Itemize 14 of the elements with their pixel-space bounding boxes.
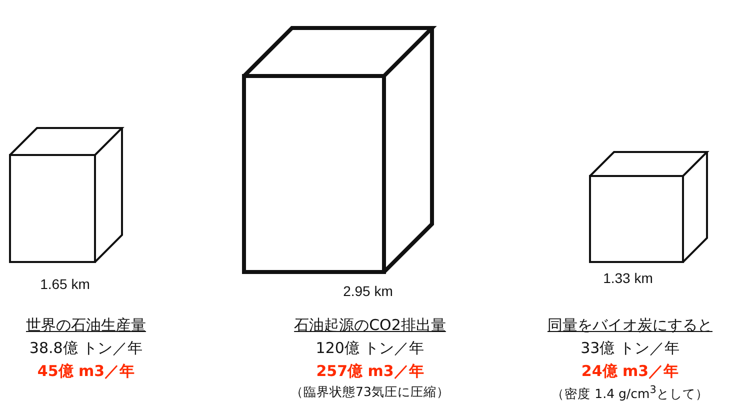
- mass-value: 38.8億 トン／年: [29, 340, 143, 356]
- note: （臨界状態73気圧に圧縮）: [290, 385, 450, 399]
- heading: 世界の石油生産量: [26, 317, 146, 334]
- dimension-label: 2.95 km: [343, 284, 393, 300]
- mass-value: 120億 トン／年: [316, 340, 424, 356]
- heading: 同量をバイオ炭にすると: [548, 317, 712, 334]
- dimension-label: 1.65 km: [40, 277, 90, 292]
- volume-value: 257億 m3／年: [316, 363, 424, 380]
- volume-value: 24億 m3／年: [581, 363, 679, 380]
- mass-value: 33億 トン／年: [580, 340, 680, 356]
- note: （密度 1.4 g/cm$^{3}$として）: [552, 385, 708, 401]
- heading: 石油起源のCO2排出量: [294, 317, 446, 334]
- volume-value: 45億 m3／年: [37, 363, 135, 380]
- dimension-label: 1.33 km: [603, 271, 653, 286]
